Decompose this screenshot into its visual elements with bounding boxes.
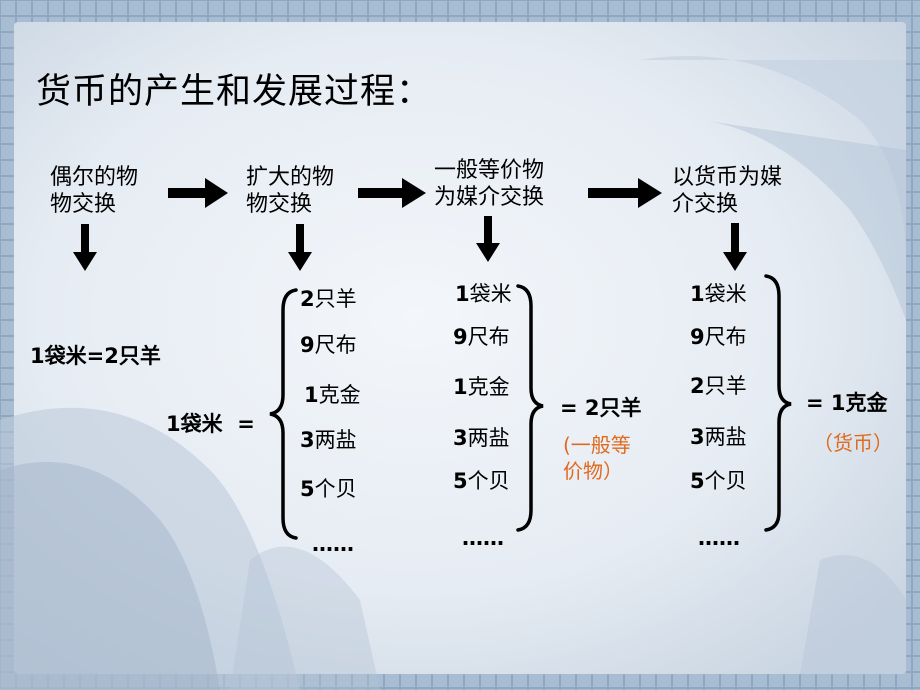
stage2-ellipsis: …… bbox=[312, 532, 354, 556]
arrow-down-1 bbox=[73, 224, 97, 271]
stage4-item-2: 9尺布 bbox=[690, 325, 747, 349]
stage2-item-5: 5个贝 bbox=[300, 477, 357, 501]
stage2-lhs: 1袋米 = bbox=[166, 412, 255, 436]
stage-label-1: 偶尔的物物交换 bbox=[50, 165, 139, 217]
stage3-item-4: 3两盐 bbox=[453, 426, 510, 450]
stage-label-3: 一般等价物为媒介交换 bbox=[434, 158, 545, 210]
stage4-item-1: 1袋米 bbox=[690, 282, 747, 306]
arrow-right-3 bbox=[588, 178, 662, 208]
stage4-note: （货币） bbox=[813, 431, 893, 455]
left-brace bbox=[269, 288, 298, 540]
stage3-ellipsis: …… bbox=[462, 526, 504, 550]
stage2-item-4: 3两盐 bbox=[300, 428, 357, 452]
stage3-result: = 2只羊 bbox=[560, 396, 642, 420]
right-brace-2 bbox=[764, 274, 792, 532]
page-title: 货币的产生和发展过程： bbox=[36, 72, 433, 112]
right-brace-1 bbox=[516, 284, 544, 532]
stage3-item-2: 9尺布 bbox=[453, 325, 510, 349]
stage1-equation: 1袋米=2只羊 bbox=[30, 344, 161, 368]
stage2-item-2: 9尺布 bbox=[300, 333, 357, 357]
stage-label-2: 扩大的物物交换 bbox=[246, 165, 335, 217]
arrow-down-2 bbox=[288, 224, 312, 271]
arrow-right-2 bbox=[358, 178, 426, 208]
stage2-item-1: 2只羊 bbox=[300, 287, 357, 311]
arrow-right-1 bbox=[168, 178, 228, 208]
arrow-down-4 bbox=[723, 223, 747, 271]
stage4-item-5: 5个贝 bbox=[690, 469, 747, 493]
stage2-item-3: 1克金 bbox=[304, 383, 361, 407]
stage4-item-4: 3两盐 bbox=[690, 425, 747, 449]
stage3-item-1: 1袋米 bbox=[455, 282, 512, 306]
stage4-ellipsis: …… bbox=[698, 526, 740, 550]
stage3-item-5: 5个贝 bbox=[453, 469, 510, 493]
stage4-result: = 1克金 bbox=[806, 391, 888, 415]
stage4-item-3: 2只羊 bbox=[690, 374, 747, 398]
stage3-note: (一般等价物） bbox=[563, 433, 631, 483]
stage3-item-3: 1克金 bbox=[453, 375, 510, 399]
stage-label-4: 以货币为媒介交换 bbox=[672, 165, 783, 217]
arrow-down-3 bbox=[476, 216, 500, 262]
